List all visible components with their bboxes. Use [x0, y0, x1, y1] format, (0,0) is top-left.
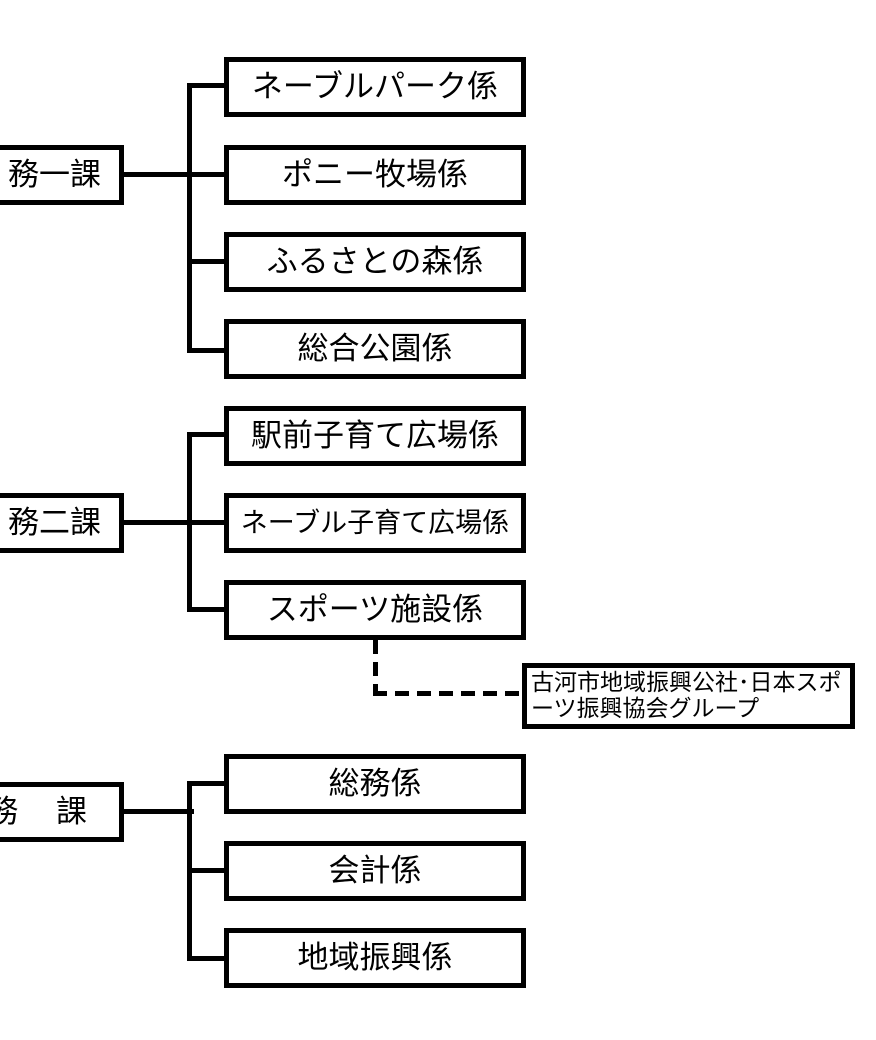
unit-label: 総合公園係 — [297, 330, 453, 367]
unit-box-general-park: 総合公園係 — [224, 319, 526, 379]
unit-label: ネーブルパーク係 — [251, 68, 499, 105]
unit-label: ネーブル子育て広場係 — [240, 507, 510, 539]
partner-org-label: 古河市地域振興公社･日本スポーツ振興協会グループ — [531, 669, 842, 722]
unit-label: 地域振興係 — [297, 939, 453, 976]
connector-h-unit-2-3 — [187, 607, 227, 612]
unit-box-station-childcare: 駅前子育て広場係 — [224, 406, 526, 466]
connector-h-unit-1-4 — [187, 348, 227, 353]
dashed-connector-v — [373, 640, 378, 695]
connector-h-unit-2-2 — [187, 520, 227, 525]
department-label-3: 総 務 課 — [0, 793, 101, 830]
unit-label: ポニー牧場係 — [282, 156, 468, 193]
department-label-2: 務二課 — [8, 504, 101, 541]
connector-h-unit-1-2 — [187, 172, 227, 177]
unit-box-regional-promotion: 地域振興係 — [224, 928, 526, 988]
connector-h-unit-3-2 — [187, 868, 227, 873]
connector-h-unit-2-1 — [187, 432, 227, 437]
unit-box-sports-facility: スポーツ施設係 — [224, 580, 526, 640]
department-box-3: 総 務 課 — [0, 782, 124, 842]
department-box-1: 務一課 — [0, 145, 124, 205]
connector-h-dept-2 — [124, 520, 194, 525]
unit-label: 会計係 — [328, 852, 422, 889]
unit-box-pony-ranch: ポニー牧場係 — [224, 145, 526, 205]
connector-v-group-1 — [187, 83, 192, 353]
unit-label: スポーツ施設係 — [266, 591, 484, 628]
connector-h-dept-3 — [124, 809, 194, 814]
unit-label: 総務係 — [328, 765, 422, 802]
partner-org-box: 古河市地域振興公社･日本スポーツ振興協会グループ — [522, 663, 855, 729]
connector-h-unit-3-3 — [187, 956, 227, 961]
connector-h-unit-1-3 — [187, 259, 227, 264]
dashed-connector-h — [373, 691, 523, 696]
unit-label: ふるさとの森係 — [266, 243, 484, 280]
unit-box-accounting: 会計係 — [224, 841, 526, 901]
department-label-1: 務一課 — [8, 156, 101, 193]
unit-box-general-affairs: 総務係 — [224, 754, 526, 814]
unit-box-furusato-forest: ふるさとの森係 — [224, 232, 526, 292]
connector-h-unit-1-1 — [187, 83, 227, 88]
department-box-2: 務二課 — [0, 493, 124, 553]
unit-label: 駅前子育て広場係 — [251, 417, 499, 454]
connector-h-dept-1 — [124, 172, 194, 177]
connector-h-unit-3-1 — [187, 781, 227, 786]
unit-box-nable-childcare: ネーブル子育て広場係 — [224, 493, 526, 553]
unit-box-nable-park: ネーブルパーク係 — [224, 57, 526, 117]
